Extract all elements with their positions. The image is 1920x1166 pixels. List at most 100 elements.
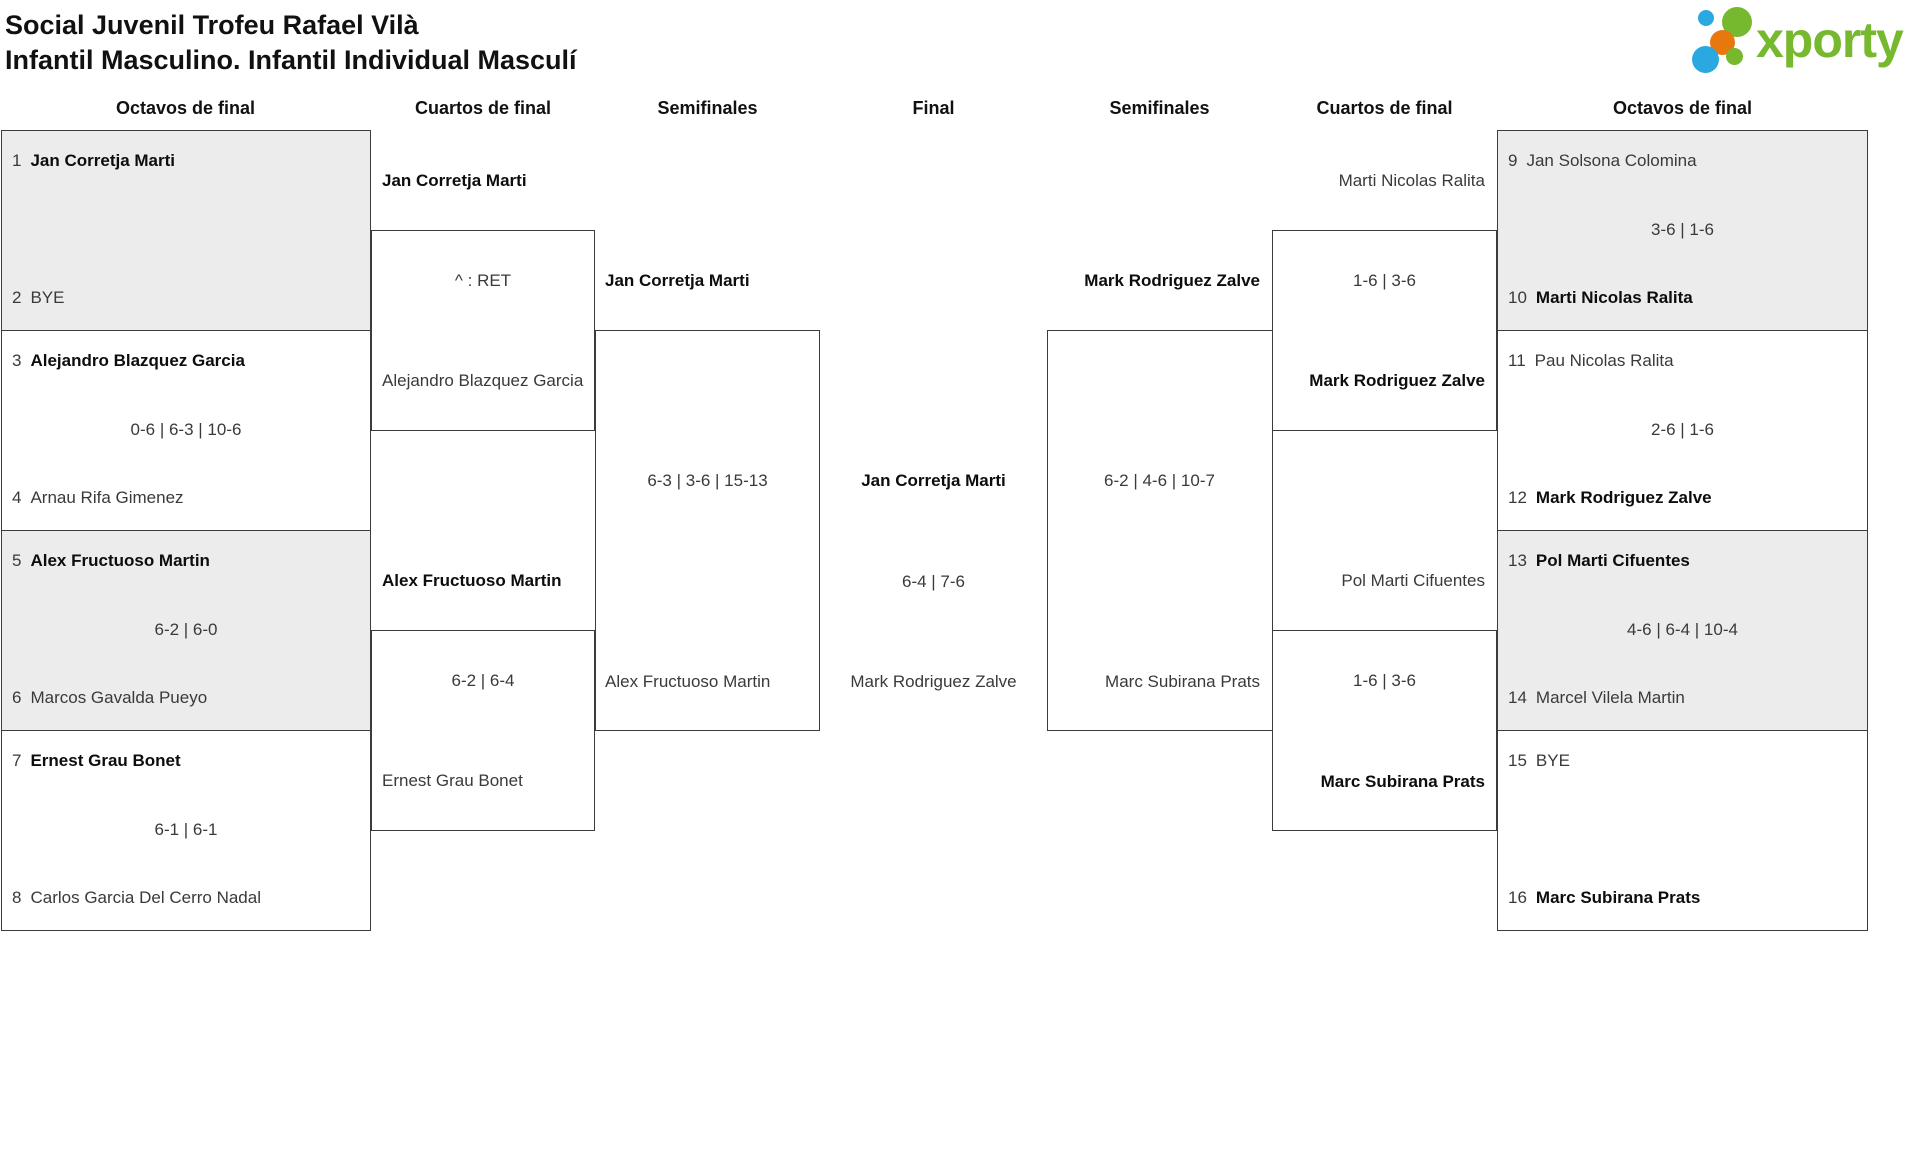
player-name: Alex Fructuoso Martin (30, 551, 210, 570)
player-name: Marc Subirana Prats (1105, 672, 1260, 691)
match-score: 6-4 | 7-6 (901, 572, 965, 591)
match-box-r16-left-2 (1, 330, 371, 531)
player-name: Ernest Grau Bonet (30, 751, 181, 770)
seed-number: 13 (1508, 551, 1527, 570)
player-name: Marti Nicolas Ralita (1338, 171, 1485, 190)
match-score: 6-2 | 4-6 | 10-7 (1104, 471, 1215, 490)
player-name: Mark Rodriguez Zalve (1535, 488, 1712, 507)
seed-number: 16 (1508, 888, 1527, 907)
player-entry: 15 BYE (1508, 749, 1570, 773)
player-entry: Alex Fructuoso Martin (605, 670, 770, 694)
player-name: Mark Rodriguez Zalve (1309, 371, 1485, 390)
player-entry: 11 Pau Nicolas Ralita (1508, 349, 1674, 373)
player-name: Marcel Vilela Martin (1535, 688, 1685, 707)
match-score: 1-6 | 3-6 (1352, 271, 1416, 290)
player-name: Jan Corretja Marti (861, 471, 1006, 490)
round-header-r16-left: Octavos de final (115, 98, 256, 118)
match-box-qf-right-2 (1272, 630, 1497, 831)
player-name: Pol Marti Cifuentes (1341, 571, 1485, 590)
match-score: 2-6 | 1-6 (1650, 420, 1714, 439)
seed-number: 15 (1508, 751, 1527, 770)
player-entry: Alejandro Blazquez Garcia (382, 369, 593, 393)
logo-dot-blue-large-icon (1692, 46, 1719, 73)
player-name: Pau Nicolas Ralita (1534, 351, 1674, 370)
match-box-qf-left-1 (371, 230, 595, 431)
match-box-r16-left-3 (1, 530, 371, 731)
player-entry: 1 Jan Corretja Marti (12, 149, 175, 173)
player-entry: 7 Ernest Grau Bonet (12, 749, 181, 773)
player-name: Jan Corretja Marti (605, 271, 750, 290)
round-header-r16-right: Octavos de final (1612, 98, 1753, 118)
player-entry: Jan Corretja Marti (382, 169, 527, 193)
player-name: Marc Subirana Prats (1535, 888, 1701, 907)
match-score: 1-6 | 3-6 (1352, 671, 1416, 690)
match-score: 6-2 | 6-4 (451, 671, 515, 690)
logo-dot-green-small-icon (1726, 48, 1743, 65)
match-score: 0-6 | 6-3 | 10-6 (130, 420, 242, 439)
seed-number: 12 (1508, 488, 1527, 507)
round-header-qf-left: Cuartos de final (414, 98, 552, 118)
player-entry: 12 Mark Rodriguez Zalve (1508, 486, 1712, 510)
match-box-qf-right-1 (1272, 230, 1497, 431)
player-entry: 16 Marc Subirana Prats (1508, 886, 1700, 910)
player-name: Alejandro Blazquez Garcia (30, 351, 245, 370)
page-title: Social Juvenil Trofeu Rafael Vilà Infant… (5, 8, 577, 78)
match-box-r16-right-3 (1497, 530, 1868, 731)
seed-number: 11 (1508, 351, 1526, 370)
player-entry: 10 Marti Nicolas Ralita (1508, 286, 1693, 310)
player-name: BYE (30, 288, 65, 307)
tournament-category: Infantil Masculino. Infantil Individual … (5, 45, 577, 75)
player-entry: Pol Marti Cifuentes (1272, 569, 1485, 593)
player-entry: 9 Jan Solsona Colomina (1508, 149, 1697, 173)
player-name: Mark Rodriguez Zalve (850, 672, 1017, 691)
round-header-qf-right: Cuartos de final (1316, 98, 1453, 118)
seed-number: 2 (12, 288, 22, 307)
player-entry: Mark Rodriguez Zalve (820, 670, 1047, 694)
player-entry: Alex Fructuoso Martin (382, 569, 561, 593)
player-name: Marti Nicolas Ralita (1535, 288, 1693, 307)
seed-number: 6 (12, 688, 22, 707)
match-score: 3-6 | 1-6 (1650, 220, 1714, 239)
match-score: 4-6 | 6-4 | 10-4 (1627, 620, 1738, 639)
match-score: ^ : RET (454, 271, 512, 290)
seed-number: 8 (12, 888, 22, 907)
match-box-sf-right (1047, 330, 1273, 731)
player-entry: Mark Rodriguez Zalve (1047, 269, 1260, 293)
seed-number: 3 (12, 351, 22, 370)
seed-number: 1 (12, 151, 22, 170)
player-name: Marcos Gavalda Pueyo (30, 688, 208, 707)
player-name: Ernest Grau Bonet (382, 771, 523, 790)
player-name: BYE (1535, 751, 1570, 770)
player-entry: Jan Corretja Marti (820, 469, 1047, 493)
player-name: Carlos Garcia Del Cerro Nadal (30, 888, 261, 907)
match-score: 6-3 | 3-6 | 15-13 (647, 471, 768, 490)
player-name: Mark Rodriguez Zalve (1084, 271, 1260, 290)
player-name: Marc Subirana Prats (1320, 772, 1485, 791)
seed-number: 7 (12, 751, 22, 770)
round-header-final: Final (912, 98, 955, 118)
tournament-name: Social Juvenil Trofeu Rafael Vilà (5, 10, 419, 40)
logo-dot-blue-small-icon (1698, 10, 1714, 26)
match-box-r16-right-1 (1497, 130, 1868, 331)
match-box-r16-left-4 (1, 730, 371, 931)
player-name: Alex Fructuoso Martin (382, 571, 562, 590)
player-entry: 6 Marcos Gavalda Pueyo (12, 686, 207, 710)
player-name: Jan Corretja Marti (30, 151, 176, 170)
player-name: Jan Solsona Colomina (1526, 151, 1697, 170)
player-entry: Mark Rodriguez Zalve (1272, 369, 1485, 393)
seed-number: 4 (12, 488, 22, 507)
player-name: Jan Corretja Marti (382, 171, 527, 190)
player-name: Alejandro Blazquez Garcia (382, 371, 584, 390)
round-header-sf-right: Semifinales (1109, 98, 1210, 118)
player-entry: Ernest Grau Bonet (382, 769, 523, 793)
player-entry: Jan Corretja Marti (605, 269, 750, 293)
match-box-r16-left-1 (1, 130, 371, 331)
seed-number: 10 (1508, 288, 1527, 307)
seed-number: 9 (1508, 151, 1518, 170)
match-box-qf-left-2 (371, 630, 595, 831)
player-entry: Marti Nicolas Ralita (1272, 169, 1485, 193)
